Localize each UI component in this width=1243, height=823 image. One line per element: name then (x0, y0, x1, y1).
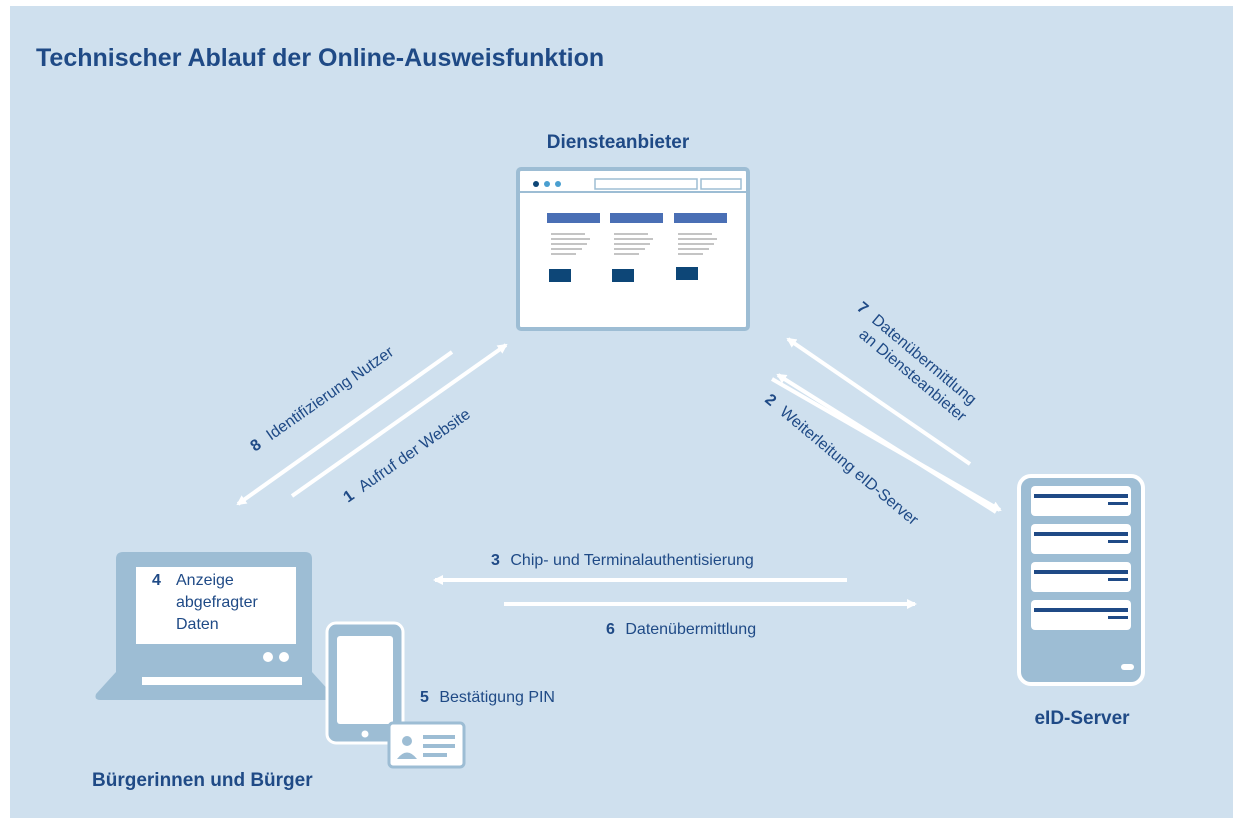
step-6-text: Datenübermittlung (625, 621, 756, 638)
step-4-number: 4 (152, 572, 161, 589)
step-4-line-2: abgefragter (176, 594, 259, 611)
step-4-text: 4 Anzeige abgefragter Daten (152, 572, 262, 633)
smartphone-icon (325, 621, 405, 745)
step-4-line-3: Daten (176, 616, 219, 633)
arrow-step-1 (290, 343, 508, 498)
step-8-number: 8 (248, 436, 265, 455)
step-8-text: Identifizierung Nutzer (263, 343, 397, 444)
page-title: Technischer Ablauf der Online-Ausweisfun… (36, 44, 604, 72)
step-1-number: 1 (341, 487, 358, 506)
arrow-step-2 (771, 377, 1002, 512)
step-4-line-1: Anzeige (176, 572, 234, 589)
eid-server-label: eID-Server (1034, 708, 1130, 729)
id-card-icon (387, 721, 466, 769)
step-6-label: 6 Datenübermittlung (606, 621, 756, 638)
step-7-number: 7 (853, 299, 871, 318)
step-7-label: 7 Datenübermittlung (853, 299, 979, 409)
citizens-label: Bürgerinnen und Bürger (92, 770, 313, 791)
step-5-label: 5 Bestätigung PIN (420, 689, 555, 706)
step-5-text: Bestätigung PIN (439, 689, 555, 706)
server-icon (1017, 474, 1145, 686)
step-3-number: 3 (491, 552, 500, 569)
diagram-canvas: Technischer Ablauf der Online-Ausweisfun… (10, 6, 1233, 818)
step-2-label: 2 Weiterleitung eID-Server (761, 391, 921, 529)
step-1-label: 1 Aufruf der Website (341, 406, 474, 506)
step-5-number: 5 (420, 689, 429, 706)
step-3-label: 3 Chip- und Terminalauthentisierung (491, 552, 754, 569)
step-3-text: Chip- und Terminalauthentisierung (510, 552, 753, 569)
service-provider-label: Diensteanbieter (547, 132, 690, 153)
browser-window-icon (516, 167, 750, 331)
laptop-icon (95, 552, 333, 700)
diagram-svg: Technischer Ablauf der Online-Ausweisfun… (36, 44, 1145, 791)
step-6-number: 6 (606, 621, 615, 638)
arrow-step-8 (236, 350, 454, 506)
step-2-number: 2 (761, 391, 779, 410)
step-1-text: Aufruf der Website (356, 406, 474, 496)
arrow-step-7 (786, 337, 972, 466)
